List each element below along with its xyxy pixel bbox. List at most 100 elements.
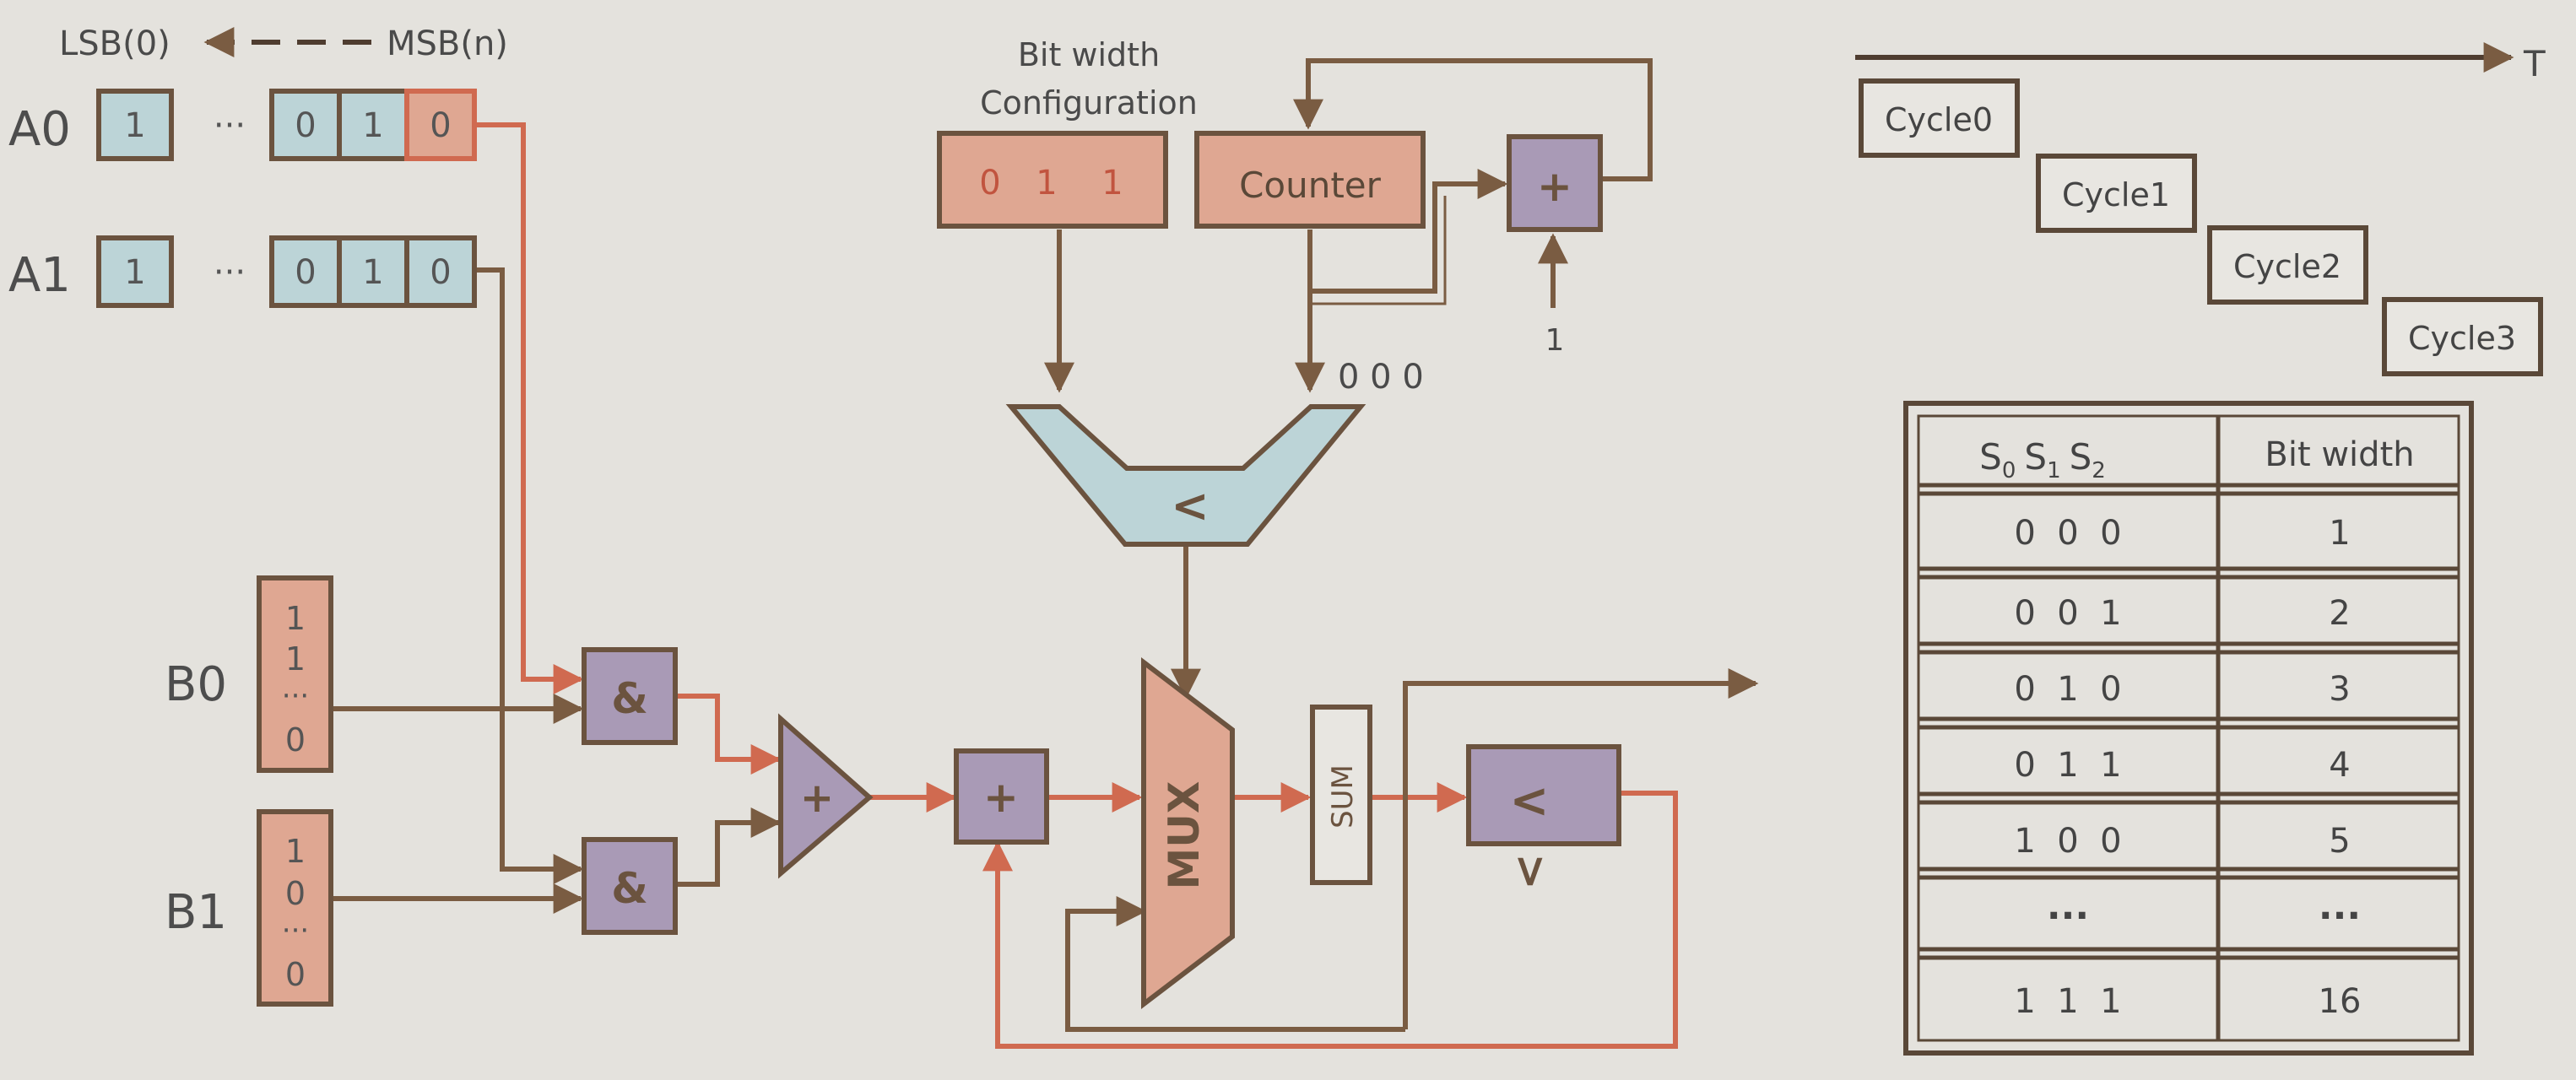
b0-bit: ··· bbox=[282, 679, 309, 713]
b1-bit: 0 bbox=[285, 956, 306, 993]
a0-ellipsis: ··· bbox=[214, 106, 246, 145]
b1-register bbox=[257, 809, 333, 1007]
increment-constant: 1 bbox=[1545, 323, 1565, 358]
incrementer bbox=[1507, 134, 1603, 232]
a1-bit: 0 bbox=[295, 253, 316, 292]
table-cell-selector: 0 1 1 bbox=[2014, 746, 2121, 785]
and-gate-1 bbox=[582, 837, 678, 935]
a0-label: A0 bbox=[8, 102, 71, 157]
and-gate-label: & bbox=[611, 864, 648, 913]
table-inner-border bbox=[1917, 414, 2460, 1042]
a0-bit: 0 bbox=[295, 106, 316, 145]
mux-label: MUX bbox=[1160, 781, 1209, 890]
a1-label: A1 bbox=[8, 248, 71, 303]
and-gate-label: & bbox=[611, 674, 648, 723]
table-cell-selector: 0 0 0 bbox=[2014, 514, 2121, 553]
mux bbox=[1141, 656, 1235, 1010]
sum-register bbox=[1310, 705, 1372, 885]
table-cell-width: 1 bbox=[2329, 514, 2350, 553]
table-cell-selector: 0 0 1 bbox=[2014, 594, 2121, 633]
a1-bit: 0 bbox=[430, 253, 451, 292]
wire-a1-to-and1 bbox=[477, 267, 584, 884]
a0-lsb-bit: 1 bbox=[124, 106, 145, 145]
width-comparator-symbol: < bbox=[1171, 479, 1209, 532]
b0-register bbox=[257, 575, 333, 773]
b0-bit: 0 bbox=[285, 721, 306, 759]
and-gate-0 bbox=[582, 647, 678, 745]
width-comparator bbox=[1005, 404, 1366, 547]
output-comparator-rotated-symbol: < bbox=[1504, 853, 1555, 890]
cycle-box-0 bbox=[1859, 78, 2020, 158]
wire-counter-to-inc bbox=[1310, 169, 1508, 294]
a0-lsb-cell bbox=[96, 89, 174, 161]
config-register bbox=[937, 131, 1168, 229]
a0-bit-cell bbox=[337, 89, 409, 161]
table-cell-width: 4 bbox=[2329, 746, 2350, 785]
config-bit: 1 bbox=[1101, 164, 1123, 202]
b1-bit: ··· bbox=[282, 914, 309, 948]
a0-bit: 1 bbox=[362, 106, 383, 145]
wire-feedback-loop bbox=[982, 791, 1678, 1049]
table-cell-selector: ··· bbox=[2047, 894, 2089, 937]
b0-bit: 1 bbox=[285, 640, 306, 678]
accumulator-adder-label: + bbox=[983, 773, 1019, 822]
cycle-label: Cycle2 bbox=[2233, 248, 2341, 285]
a0-bit: 0 bbox=[430, 106, 451, 145]
cycle-box-2 bbox=[2207, 225, 2368, 305]
table-row-dividers bbox=[1918, 483, 2459, 960]
wire-and0-to-adder bbox=[675, 694, 782, 775]
b1-bit: 1 bbox=[285, 833, 306, 870]
msb-label: MSB(n) bbox=[387, 24, 508, 63]
adder-tree bbox=[778, 713, 874, 879]
counter-output-value: 0 0 0 bbox=[1338, 358, 1424, 397]
cycle-label: Cycle0 bbox=[1885, 101, 1993, 138]
wire-counter-to-inc-2 bbox=[1310, 196, 1447, 305]
config-title-line2: Configuration bbox=[980, 84, 1198, 122]
table-cell-selector: 1 1 1 bbox=[2014, 982, 2121, 1021]
a0-msb-cell bbox=[404, 89, 477, 161]
sum-label: SUM bbox=[1326, 764, 1360, 829]
cycle-label: Cycle1 bbox=[2062, 176, 2170, 213]
table-cell-width: 3 bbox=[2329, 670, 2350, 709]
counter-label: Counter bbox=[1239, 165, 1382, 206]
wire-a0-to-and0 bbox=[477, 122, 584, 694]
table-header-bit-width: Bit width bbox=[2265, 435, 2414, 474]
table-cell-width: 2 bbox=[2329, 594, 2350, 633]
a1-bit-cell bbox=[337, 235, 409, 308]
table-cell-selector: 1 0 0 bbox=[2014, 822, 2121, 861]
cycle-box-1 bbox=[2036, 154, 2197, 233]
lsb-label: LSB(0) bbox=[59, 24, 170, 63]
counter-block bbox=[1194, 131, 1426, 229]
wire-and1-to-adder bbox=[675, 807, 782, 887]
adder-tree-label: + bbox=[800, 775, 834, 822]
a1-bit-cell bbox=[269, 235, 342, 308]
table-cell-width: 5 bbox=[2329, 822, 2350, 861]
a1-lsb-bit: 1 bbox=[124, 253, 145, 292]
b0-label: B0 bbox=[165, 657, 227, 712]
table-cell-selector: 0 1 0 bbox=[2014, 670, 2121, 709]
b0-bit: 1 bbox=[285, 600, 306, 637]
table-border bbox=[1903, 401, 2474, 1056]
a1-ellipsis: ··· bbox=[214, 253, 246, 292]
a1-bit: 1 bbox=[362, 253, 383, 292]
incrementer-label: + bbox=[1537, 162, 1572, 211]
output-comparator bbox=[1466, 744, 1621, 846]
b1-label: B1 bbox=[165, 885, 227, 940]
a1-lsb-cell bbox=[96, 235, 174, 308]
config-bit: 1 bbox=[1036, 164, 1057, 202]
output-comparator-symbol: < bbox=[1510, 774, 1550, 829]
table-cell-width: 16 bbox=[2319, 982, 2362, 1021]
timeline-axis-label: T bbox=[2523, 43, 2546, 84]
wire-inc-to-counter bbox=[1293, 58, 1653, 181]
table-cell-width: ··· bbox=[2319, 894, 2361, 937]
a1-bit-cell bbox=[404, 235, 477, 308]
wire-output bbox=[1403, 668, 1759, 1029]
b1-bit: 0 bbox=[285, 875, 306, 912]
cycle-box-3 bbox=[2382, 297, 2543, 376]
cycle-label: Cycle3 bbox=[2408, 320, 2516, 357]
wire-mux-feedback bbox=[1065, 896, 1405, 1032]
config-bit: 0 bbox=[979, 164, 1000, 202]
